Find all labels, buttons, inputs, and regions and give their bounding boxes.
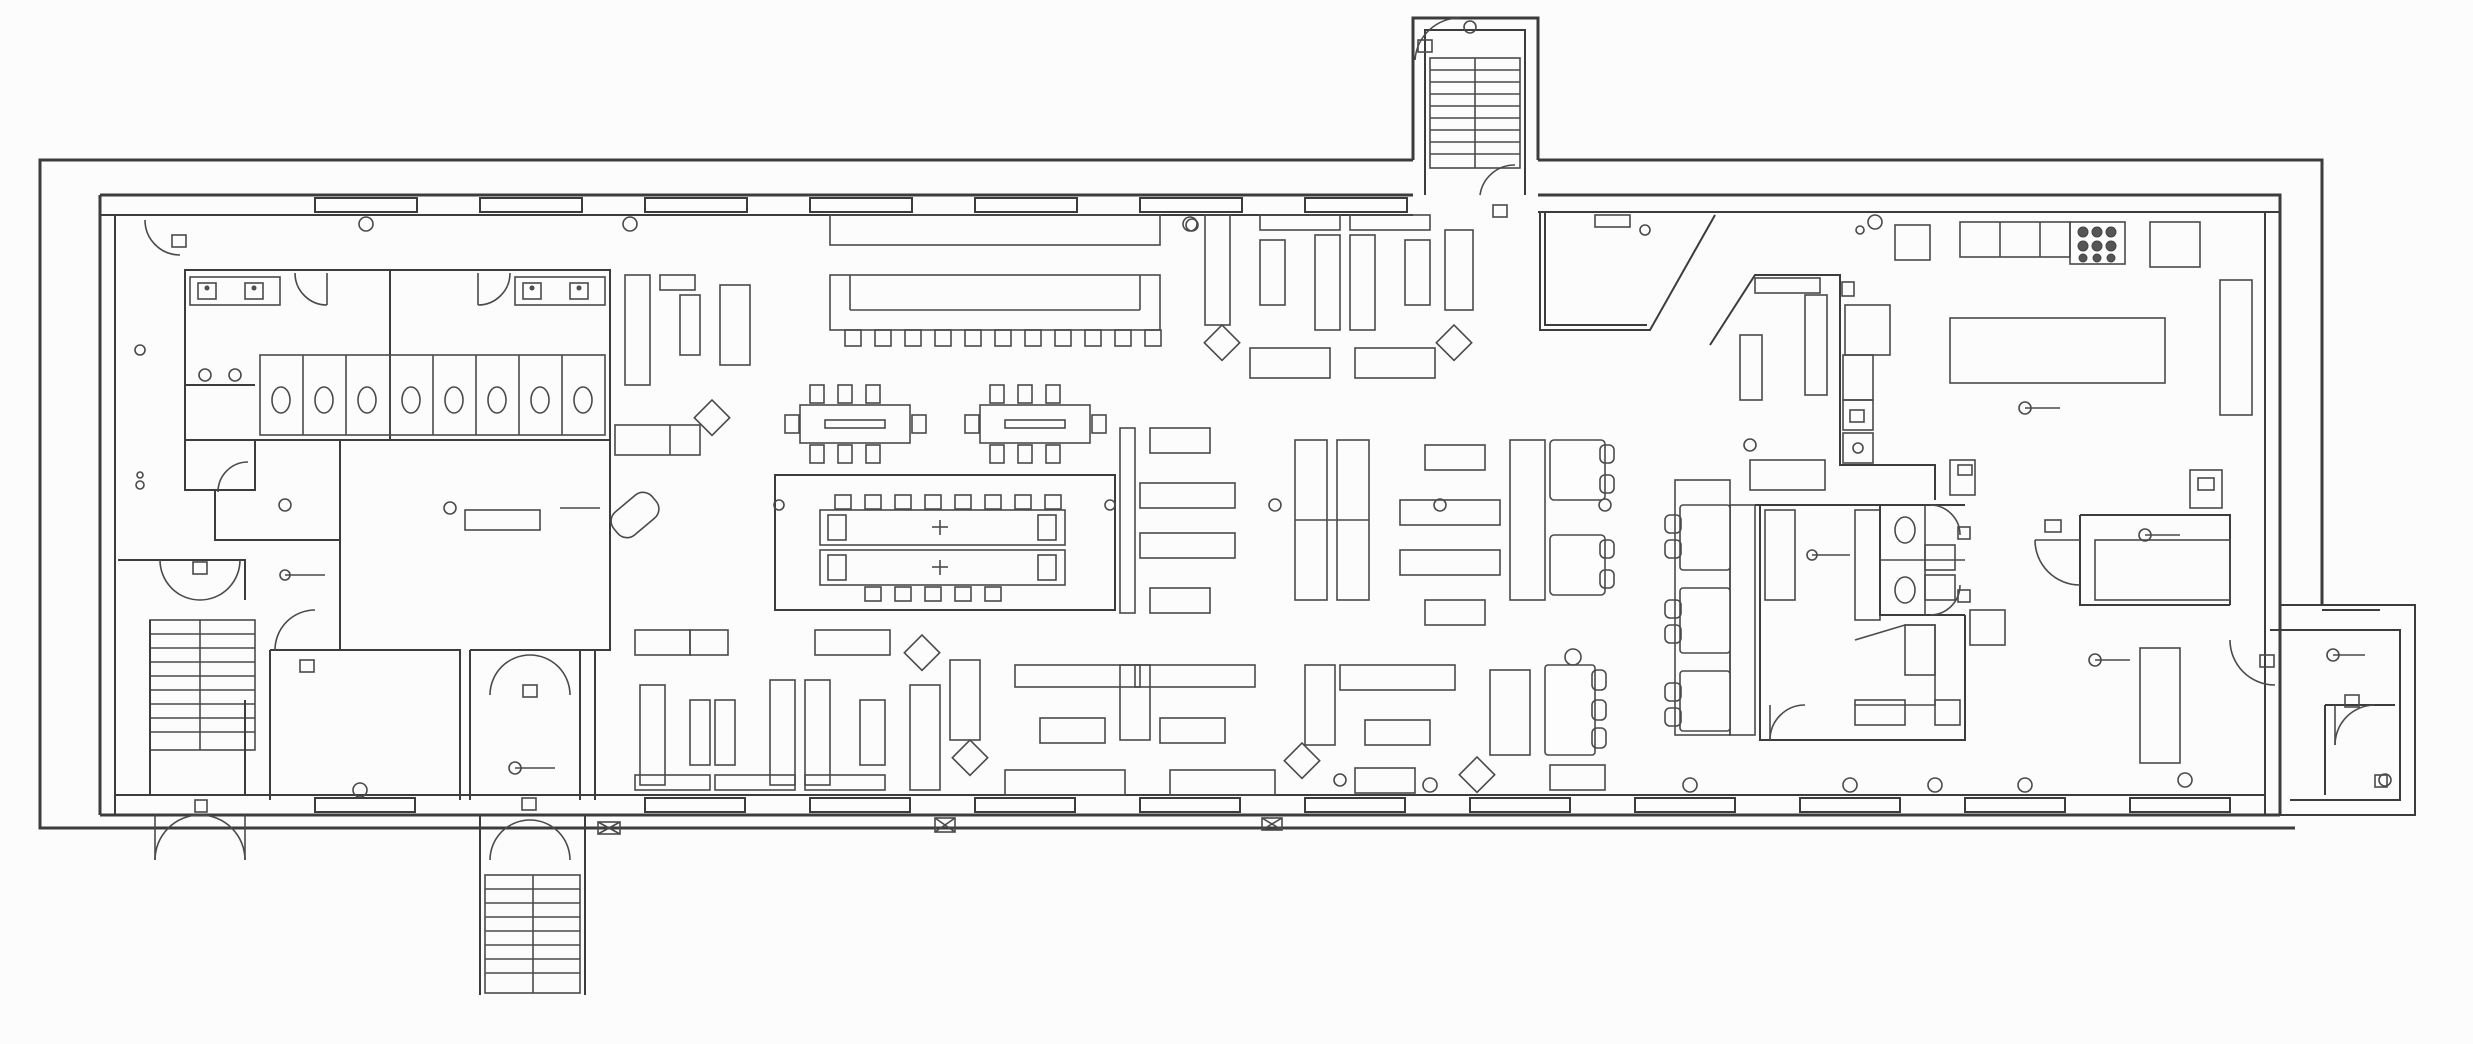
entry-doors-west <box>154 559 246 861</box>
lounge-cluster <box>1664 479 1756 736</box>
south-entry <box>340 439 611 861</box>
meeting-table-2 <box>964 384 1107 464</box>
east-annex <box>2270 604 2416 816</box>
east-workstations <box>1709 274 1855 491</box>
lounge-chairs-a <box>1549 439 1615 596</box>
workstations-west <box>610 274 751 539</box>
windows-top <box>314 197 1408 213</box>
conference-room <box>773 474 1116 611</box>
stair-west <box>118 559 256 795</box>
east-reception <box>1539 212 1716 331</box>
toilet-stalls <box>271 355 593 435</box>
stair-tower-north <box>1411 16 1540 218</box>
kitchen <box>1839 221 2253 500</box>
west-service-rooms <box>134 219 461 800</box>
bench-desks-north <box>829 214 1162 347</box>
toilets-east <box>1879 504 2006 646</box>
east-office <box>1755 504 1966 741</box>
stair-south <box>479 815 586 995</box>
workstations-middle <box>1119 427 1615 626</box>
range-burners <box>2077 226 2117 263</box>
stair-treads-north <box>1430 58 1520 168</box>
workstations-center-north <box>1185 214 1474 379</box>
east-private-offices <box>2034 469 2276 788</box>
windows-bottom <box>314 797 2231 813</box>
exterior-walls <box>38 158 2324 830</box>
bench-chairs <box>844 329 1162 347</box>
meeting-table-1 <box>784 384 927 464</box>
restrooms-west <box>184 269 611 441</box>
workstations-south <box>634 629 1607 796</box>
column-markers <box>358 214 2033 835</box>
